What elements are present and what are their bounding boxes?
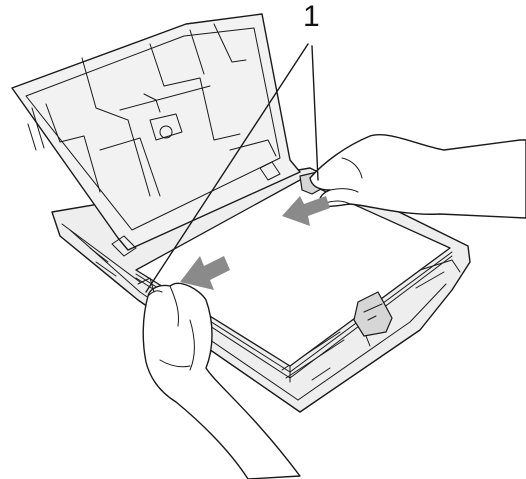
left-hand: [142, 282, 301, 479]
tray-side-tabs: [111, 161, 281, 293]
callout-leader-lines: [145, 43, 319, 293]
direction-arrows: [180, 196, 330, 290]
callout-number: 1: [303, 0, 320, 33]
output-tray-cover: [11, 13, 301, 251]
slide-guide-arrow: [282, 196, 330, 226]
paper-length-guide: [353, 291, 393, 347]
push-paper-in-arrow: [180, 256, 230, 290]
right-hand: [309, 134, 526, 219]
